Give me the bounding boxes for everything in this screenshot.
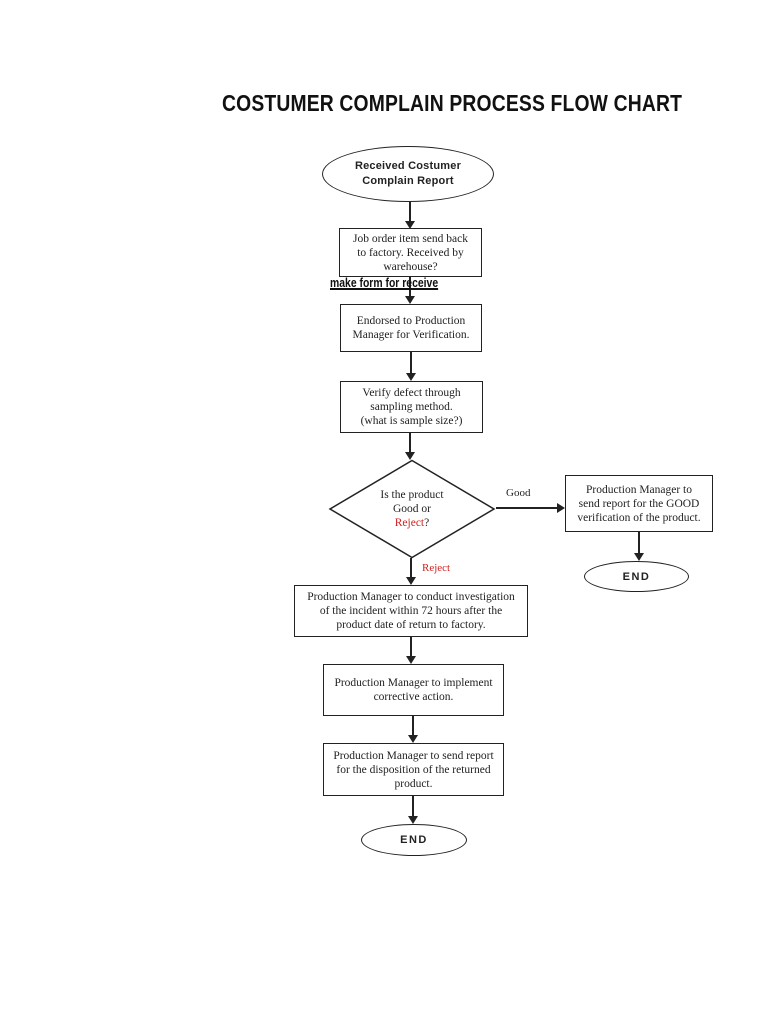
decision-line: Good or <box>392 503 431 515</box>
process-line: (what is sample size?) <box>360 415 463 427</box>
process-line: send report for the GOOD <box>578 497 700 510</box>
process-line: Production Manager to send report <box>333 749 494 762</box>
process-line: warehouse? <box>383 260 438 273</box>
process-line: product. <box>394 777 433 790</box>
terminator-end-final: END <box>361 824 467 856</box>
decision-line: Is the product <box>380 489 444 501</box>
terminator-end-good: END <box>584 561 689 592</box>
terminator-start: Received Costumer Complain Report <box>322 146 494 202</box>
process-investigation: Production Manager to conduct investigat… <box>294 585 528 637</box>
process-line: product date of return to factory. <box>336 619 486 631</box>
process-line: Production Manager to implement <box>334 677 493 689</box>
process-line: Endorsed to Production <box>356 315 466 327</box>
process-line: Production Manager to <box>585 483 693 496</box>
process-line: to factory. Received by <box>357 246 464 259</box>
process-line: Manager for Verification. <box>352 329 470 341</box>
decision-question-mark: ? <box>424 517 430 529</box>
process-line: Production Manager to conduct investigat… <box>307 591 515 603</box>
terminator-end-label: END <box>622 570 651 583</box>
process-verify: Verify defect through sampling method. (… <box>340 381 483 433</box>
page-title: COSTUMER COMPLAIN PROCESS FLOW CHART <box>222 90 683 116</box>
process-line: of the incident within 72 hours after th… <box>319 605 503 617</box>
decision-line: Reject? <box>395 516 429 530</box>
edge-label-good: Good <box>506 487 531 499</box>
process-line: for the disposition of the returned <box>336 763 491 776</box>
decision-diamond-shape <box>328 459 496 559</box>
process-line: sampling method. <box>370 401 453 413</box>
process-line: Verify defect through <box>362 387 461 399</box>
terminator-start-line: Received Costumer <box>354 160 462 172</box>
process-job-order: Job order item send back to factory. Rec… <box>339 228 482 277</box>
terminator-end-label: END <box>400 834 428 846</box>
terminator-start-line: Complain Report <box>362 175 454 187</box>
decision-is-product-good-or-reject: Is the product Good or Reject? <box>328 459 496 559</box>
process-corrective-action: Production Manager to implement correcti… <box>323 664 504 716</box>
process-line: verification of the product. <box>577 511 701 524</box>
process-line: Job order item send back <box>353 232 468 245</box>
process-endorsed: Endorsed to Production Manager for Verif… <box>340 304 482 352</box>
annotation-make-form: make form for receive <box>330 275 439 290</box>
process-good-report: Production Manager to send report for th… <box>565 475 713 532</box>
process-disposition-report: Production Manager to send report for th… <box>323 743 504 796</box>
edge-label-reject: Reject <box>422 562 451 574</box>
process-line: corrective action. <box>373 691 454 703</box>
decision-reject-word: Reject <box>394 517 425 529</box>
